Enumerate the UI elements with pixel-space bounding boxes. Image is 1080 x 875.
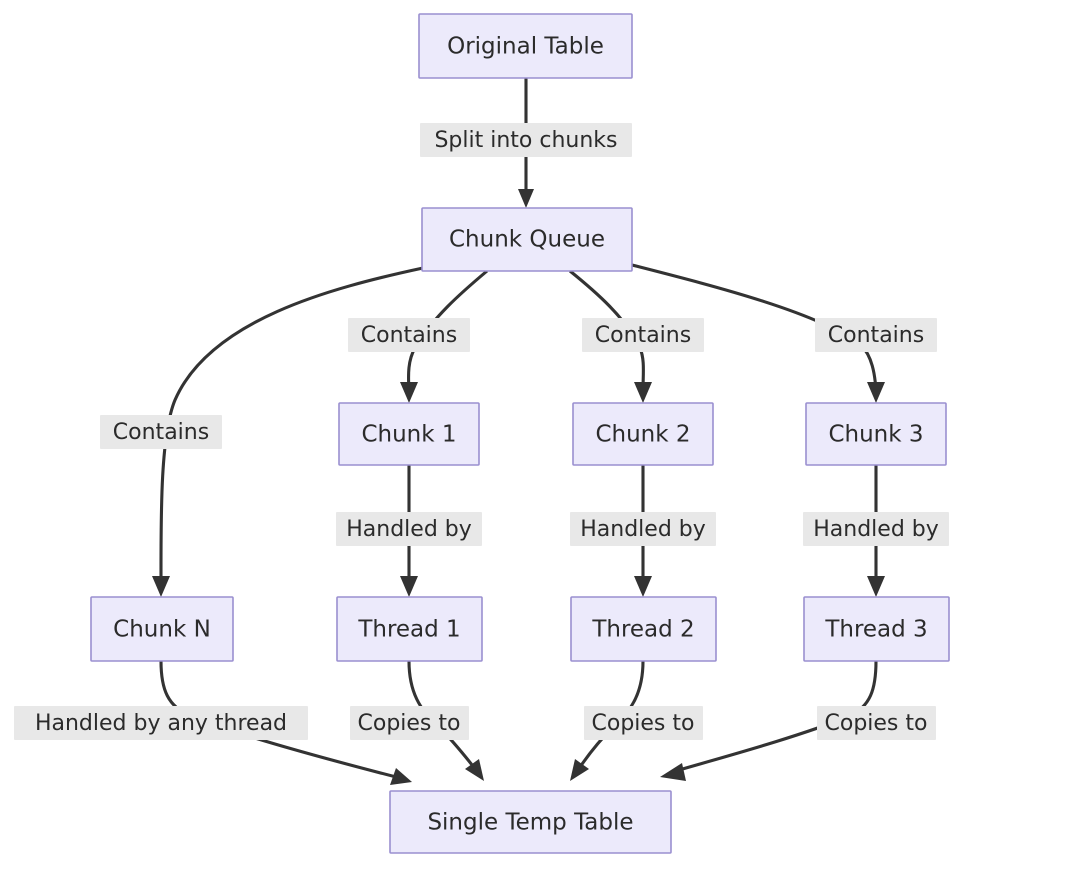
edge-label-background xyxy=(582,318,704,352)
node-thread-2[interactable]: Thread 2 xyxy=(570,596,717,662)
node-original-table[interactable]: Original Table xyxy=(418,13,633,79)
node-box[interactable] xyxy=(336,596,483,662)
edge-label-background xyxy=(348,318,470,352)
edge-label-background xyxy=(815,318,937,352)
arrowhead-icon xyxy=(660,763,686,781)
nodes-layer: Original Table Chunk Queue Chunk N Chunk… xyxy=(90,13,950,854)
node-thread-1[interactable]: Thread 1 xyxy=(336,596,483,662)
edge-label-contains-chunk-2: Contains xyxy=(582,318,704,352)
node-box[interactable] xyxy=(338,402,480,466)
edge-label-handled-by-1: Handled by xyxy=(336,512,482,546)
node-thread-3[interactable]: Thread 3 xyxy=(803,596,950,662)
arrowhead-icon xyxy=(634,576,652,597)
node-label: Thread 3 xyxy=(824,617,927,643)
node-single-temp-table[interactable]: Single Temp Table xyxy=(389,790,672,854)
node-box[interactable] xyxy=(805,402,947,466)
edge-label-background xyxy=(420,123,632,157)
edge-label-handled-by-any-thread: Handled by any thread xyxy=(14,706,308,740)
node-label: Chunk Queue xyxy=(449,227,605,253)
edge-label-background xyxy=(100,415,222,449)
node-label: Chunk N xyxy=(113,617,211,643)
edge-label-text: Handled by xyxy=(580,517,706,542)
edge-label-text: Contains xyxy=(113,420,209,445)
node-label: Original Table xyxy=(447,34,604,60)
edge-label-background xyxy=(350,706,469,740)
node-box[interactable] xyxy=(421,207,633,272)
arrowhead-icon xyxy=(400,576,418,597)
arrowhead-icon xyxy=(390,768,412,785)
edge-contains-chunk-n xyxy=(152,266,424,597)
node-box[interactable] xyxy=(572,402,714,466)
node-label: Thread 2 xyxy=(591,617,694,643)
edge-label-text: Contains xyxy=(595,323,691,348)
arrowhead-icon xyxy=(570,759,589,781)
arrowhead-icon xyxy=(400,382,418,403)
edge-label-background xyxy=(817,706,936,740)
node-box[interactable] xyxy=(570,596,717,662)
edge-label-text: Copies to xyxy=(592,711,695,736)
edge-label-split-into-chunks: Split into chunks xyxy=(420,123,632,157)
edge-label-text: Contains xyxy=(828,323,924,348)
edge-label-copies-to-2: Copies to xyxy=(584,706,703,740)
edge-label-contains-chunk-n: Contains xyxy=(100,415,222,449)
arrowhead-icon xyxy=(634,382,652,403)
node-chunk-queue[interactable]: Chunk Queue xyxy=(421,207,633,272)
node-label: Chunk 1 xyxy=(361,422,456,448)
edge-label-contains-chunk-1: Contains xyxy=(348,318,470,352)
node-label: Chunk 3 xyxy=(828,422,923,448)
node-chunk-1[interactable]: Chunk 1 xyxy=(338,402,480,466)
edge-label-copies-to-1: Copies to xyxy=(350,706,469,740)
arrowhead-icon xyxy=(867,382,885,403)
node-label: Chunk 2 xyxy=(595,422,690,448)
node-box[interactable] xyxy=(90,596,234,662)
node-box[interactable] xyxy=(389,790,672,854)
edge-label-text: Copies to xyxy=(825,711,928,736)
edges-layer xyxy=(152,78,885,785)
node-label: Thread 1 xyxy=(357,617,460,643)
edge-label-background xyxy=(584,706,703,740)
edge-labels-layer: Split into chunks Contains Contains Cont… xyxy=(14,123,949,740)
node-label: Single Temp Table xyxy=(427,810,633,836)
edge-label-contains-chunk-3: Contains xyxy=(815,318,937,352)
edge-label-background xyxy=(14,706,308,740)
edge-label-text: Copies to xyxy=(358,711,461,736)
edge-label-text: Contains xyxy=(361,323,457,348)
arrowhead-icon xyxy=(152,576,170,597)
node-chunk-n[interactable]: Chunk N xyxy=(90,596,234,662)
edge-label-background xyxy=(803,512,949,546)
edge-label-text: Handled by xyxy=(346,517,472,542)
node-box[interactable] xyxy=(418,13,633,79)
edge-label-text: Handled by xyxy=(813,517,939,542)
edge-label-handled-by-3: Handled by xyxy=(803,512,949,546)
arrowhead-icon xyxy=(465,759,484,781)
node-chunk-3[interactable]: Chunk 3 xyxy=(805,402,947,466)
edge-label-text: Handled by any thread xyxy=(35,711,287,736)
edge-label-background xyxy=(336,512,482,546)
edge-label-text: Split into chunks xyxy=(434,128,617,153)
edge-path xyxy=(159,266,424,586)
arrowhead-icon xyxy=(518,189,534,208)
arrowhead-icon xyxy=(867,576,885,597)
edge-label-handled-by-2: Handled by xyxy=(570,512,716,546)
node-box[interactable] xyxy=(803,596,950,662)
node-chunk-2[interactable]: Chunk 2 xyxy=(572,402,714,466)
edge-label-background xyxy=(570,512,716,546)
edge-label-copies-to-3: Copies to xyxy=(817,706,936,740)
